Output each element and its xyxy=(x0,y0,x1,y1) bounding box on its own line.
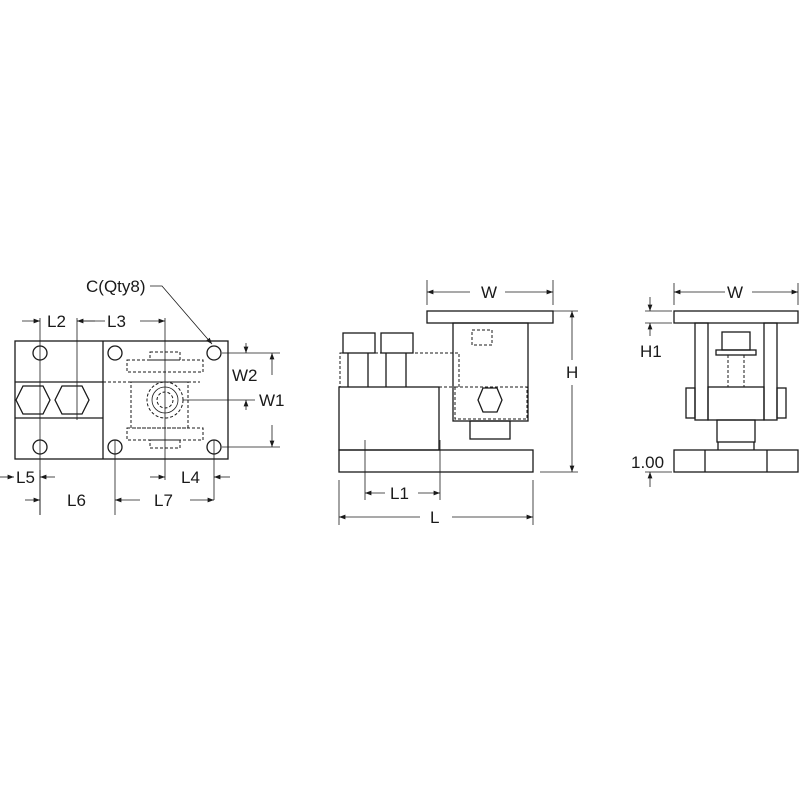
dim-W-end: W xyxy=(727,283,743,302)
dim-L2: L2 xyxy=(47,312,66,331)
hex-bolt-icon xyxy=(15,385,51,415)
end-view: W H1 1.00 xyxy=(631,283,799,487)
dim-L4: L4 xyxy=(181,468,200,487)
dim-L3: L3 xyxy=(107,312,126,331)
side-view: W H L1 L xyxy=(338,280,578,527)
dim-W2: W2 xyxy=(232,366,258,385)
dim-L: L xyxy=(430,508,439,527)
dim-H: H xyxy=(566,363,578,382)
top-view: C(Qty8) L2 L3 W2 W1 L5 L4 L6 L7 xyxy=(0,277,285,515)
hex-bolt-icon xyxy=(477,387,503,413)
callout-holes: C(Qty8) xyxy=(86,277,146,296)
dim-L5: L5 xyxy=(16,468,35,487)
dim-base-thickness: 1.00 xyxy=(631,453,664,472)
dim-L7: L7 xyxy=(154,491,173,510)
dim-W: W xyxy=(481,283,497,302)
dim-W1: W1 xyxy=(259,391,285,410)
dim-L1: L1 xyxy=(390,484,409,503)
hex-bolt-icon xyxy=(54,385,90,415)
dim-L6: L6 xyxy=(67,491,86,510)
dim-H1: H1 xyxy=(640,342,662,361)
